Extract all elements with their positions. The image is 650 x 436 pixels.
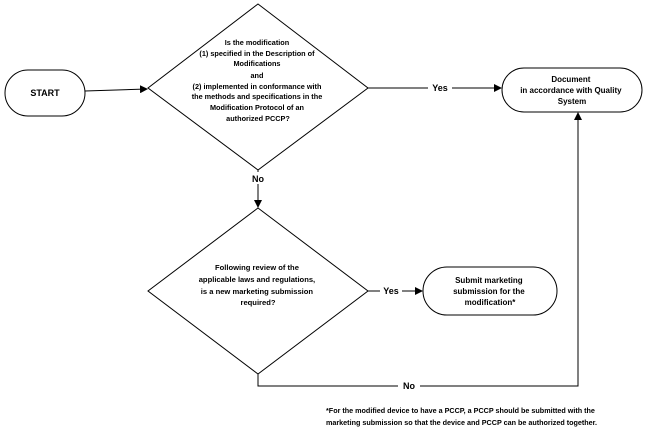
- edge-label-no-2: No: [403, 381, 415, 391]
- decision-submission-line: applicable laws and regulations,: [199, 275, 315, 284]
- document-line: in accordance with Quality: [520, 86, 622, 95]
- decision-modification-line: Is the modification: [225, 38, 289, 47]
- decision-submission-line: is a new marketing submission: [201, 287, 314, 296]
- document-label: Document in accordance with Quality Syst…: [520, 75, 624, 106]
- footnote-line: *For the modified device to have a PCCP,…: [326, 406, 595, 415]
- decision-modification-line: the methods and specifications in the: [192, 92, 323, 101]
- decision-modification-label: Is the modification (1) specified in the…: [192, 38, 325, 123]
- decision-modification-line: Modifications: [233, 59, 280, 68]
- edge-label-yes-2: Yes: [383, 286, 399, 296]
- decision-submission-line: Following review of the: [215, 263, 299, 272]
- decision-modification-line: (1) specified in the Description of: [199, 49, 315, 58]
- decision-modification-line: Modification Protocol of an: [210, 103, 304, 112]
- decision-modification-line: and: [250, 71, 263, 80]
- document-line: Document: [551, 75, 590, 84]
- submit-line: modification*: [465, 298, 517, 307]
- submit-line: Submit marketing: [455, 276, 523, 285]
- edge-start-to-decision: [84, 85, 148, 94]
- submit-node: [422, 266, 558, 316]
- submit-line: submission for the: [453, 287, 525, 296]
- decision-modification-line: (2) implemented in conformance with: [193, 82, 322, 91]
- decision-modification-line: authorized PCCP?: [226, 114, 290, 123]
- start-node: [4, 69, 86, 117]
- document-line: System: [558, 97, 586, 106]
- footnote: *For the modified device to have a PCCP,…: [326, 406, 597, 427]
- decision-submission-line: required?: [240, 298, 275, 307]
- edge-label-no-1: No: [252, 174, 264, 184]
- start-label: START: [30, 88, 60, 98]
- submit-label: Submit marketing submission for the modi…: [453, 276, 527, 307]
- decision-submission-label: Following review of the applicable laws …: [199, 263, 318, 307]
- document-node: [501, 67, 643, 113]
- footnote-line: marketing submission so that the device …: [326, 418, 597, 427]
- edge-label-yes-1: Yes: [432, 83, 448, 93]
